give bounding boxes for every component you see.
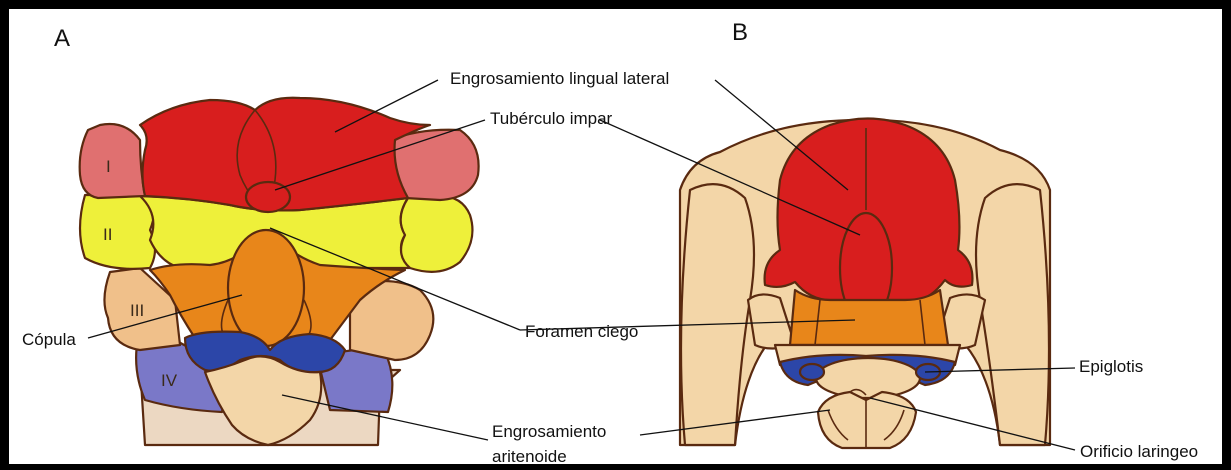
arch-label-iii: III: [130, 301, 144, 320]
b-blue-left-bump: [800, 364, 824, 380]
left-fold: [681, 184, 754, 445]
label-foramen-ciego: Foramen ciego: [525, 322, 638, 341]
arch-label-ii: II: [103, 225, 112, 244]
right-fold: [976, 184, 1049, 445]
arch-label-iv: IV: [161, 371, 178, 390]
tuberculo-impar-shape: [246, 182, 290, 212]
label-epiglotis: Epiglotis: [1079, 357, 1143, 376]
arch-i-left: [80, 124, 145, 198]
copula-shape: [228, 230, 304, 346]
b-epiglotis-shape: [816, 358, 920, 398]
panel-a-drawing: [80, 98, 479, 445]
panel-b-letter: B: [732, 19, 748, 46]
label-engrosamiento-lateral: Engrosamiento lingual lateral: [450, 69, 669, 88]
panel-a-letter: A: [54, 25, 70, 52]
arch-label-i: I: [106, 157, 111, 176]
label-aritenoide-2: aritenoide: [492, 447, 567, 466]
panel-b-drawing: [680, 119, 1050, 449]
label-aritenoide-1: Engrosamiento: [492, 422, 606, 441]
label-tuberculo-impar: Tubérculo impar: [490, 109, 613, 128]
arch-ii-right-lobe: [401, 196, 473, 272]
label-orificio-laringeo: Orificio laringeo: [1080, 442, 1198, 461]
label-copula: Cópula: [22, 330, 76, 349]
